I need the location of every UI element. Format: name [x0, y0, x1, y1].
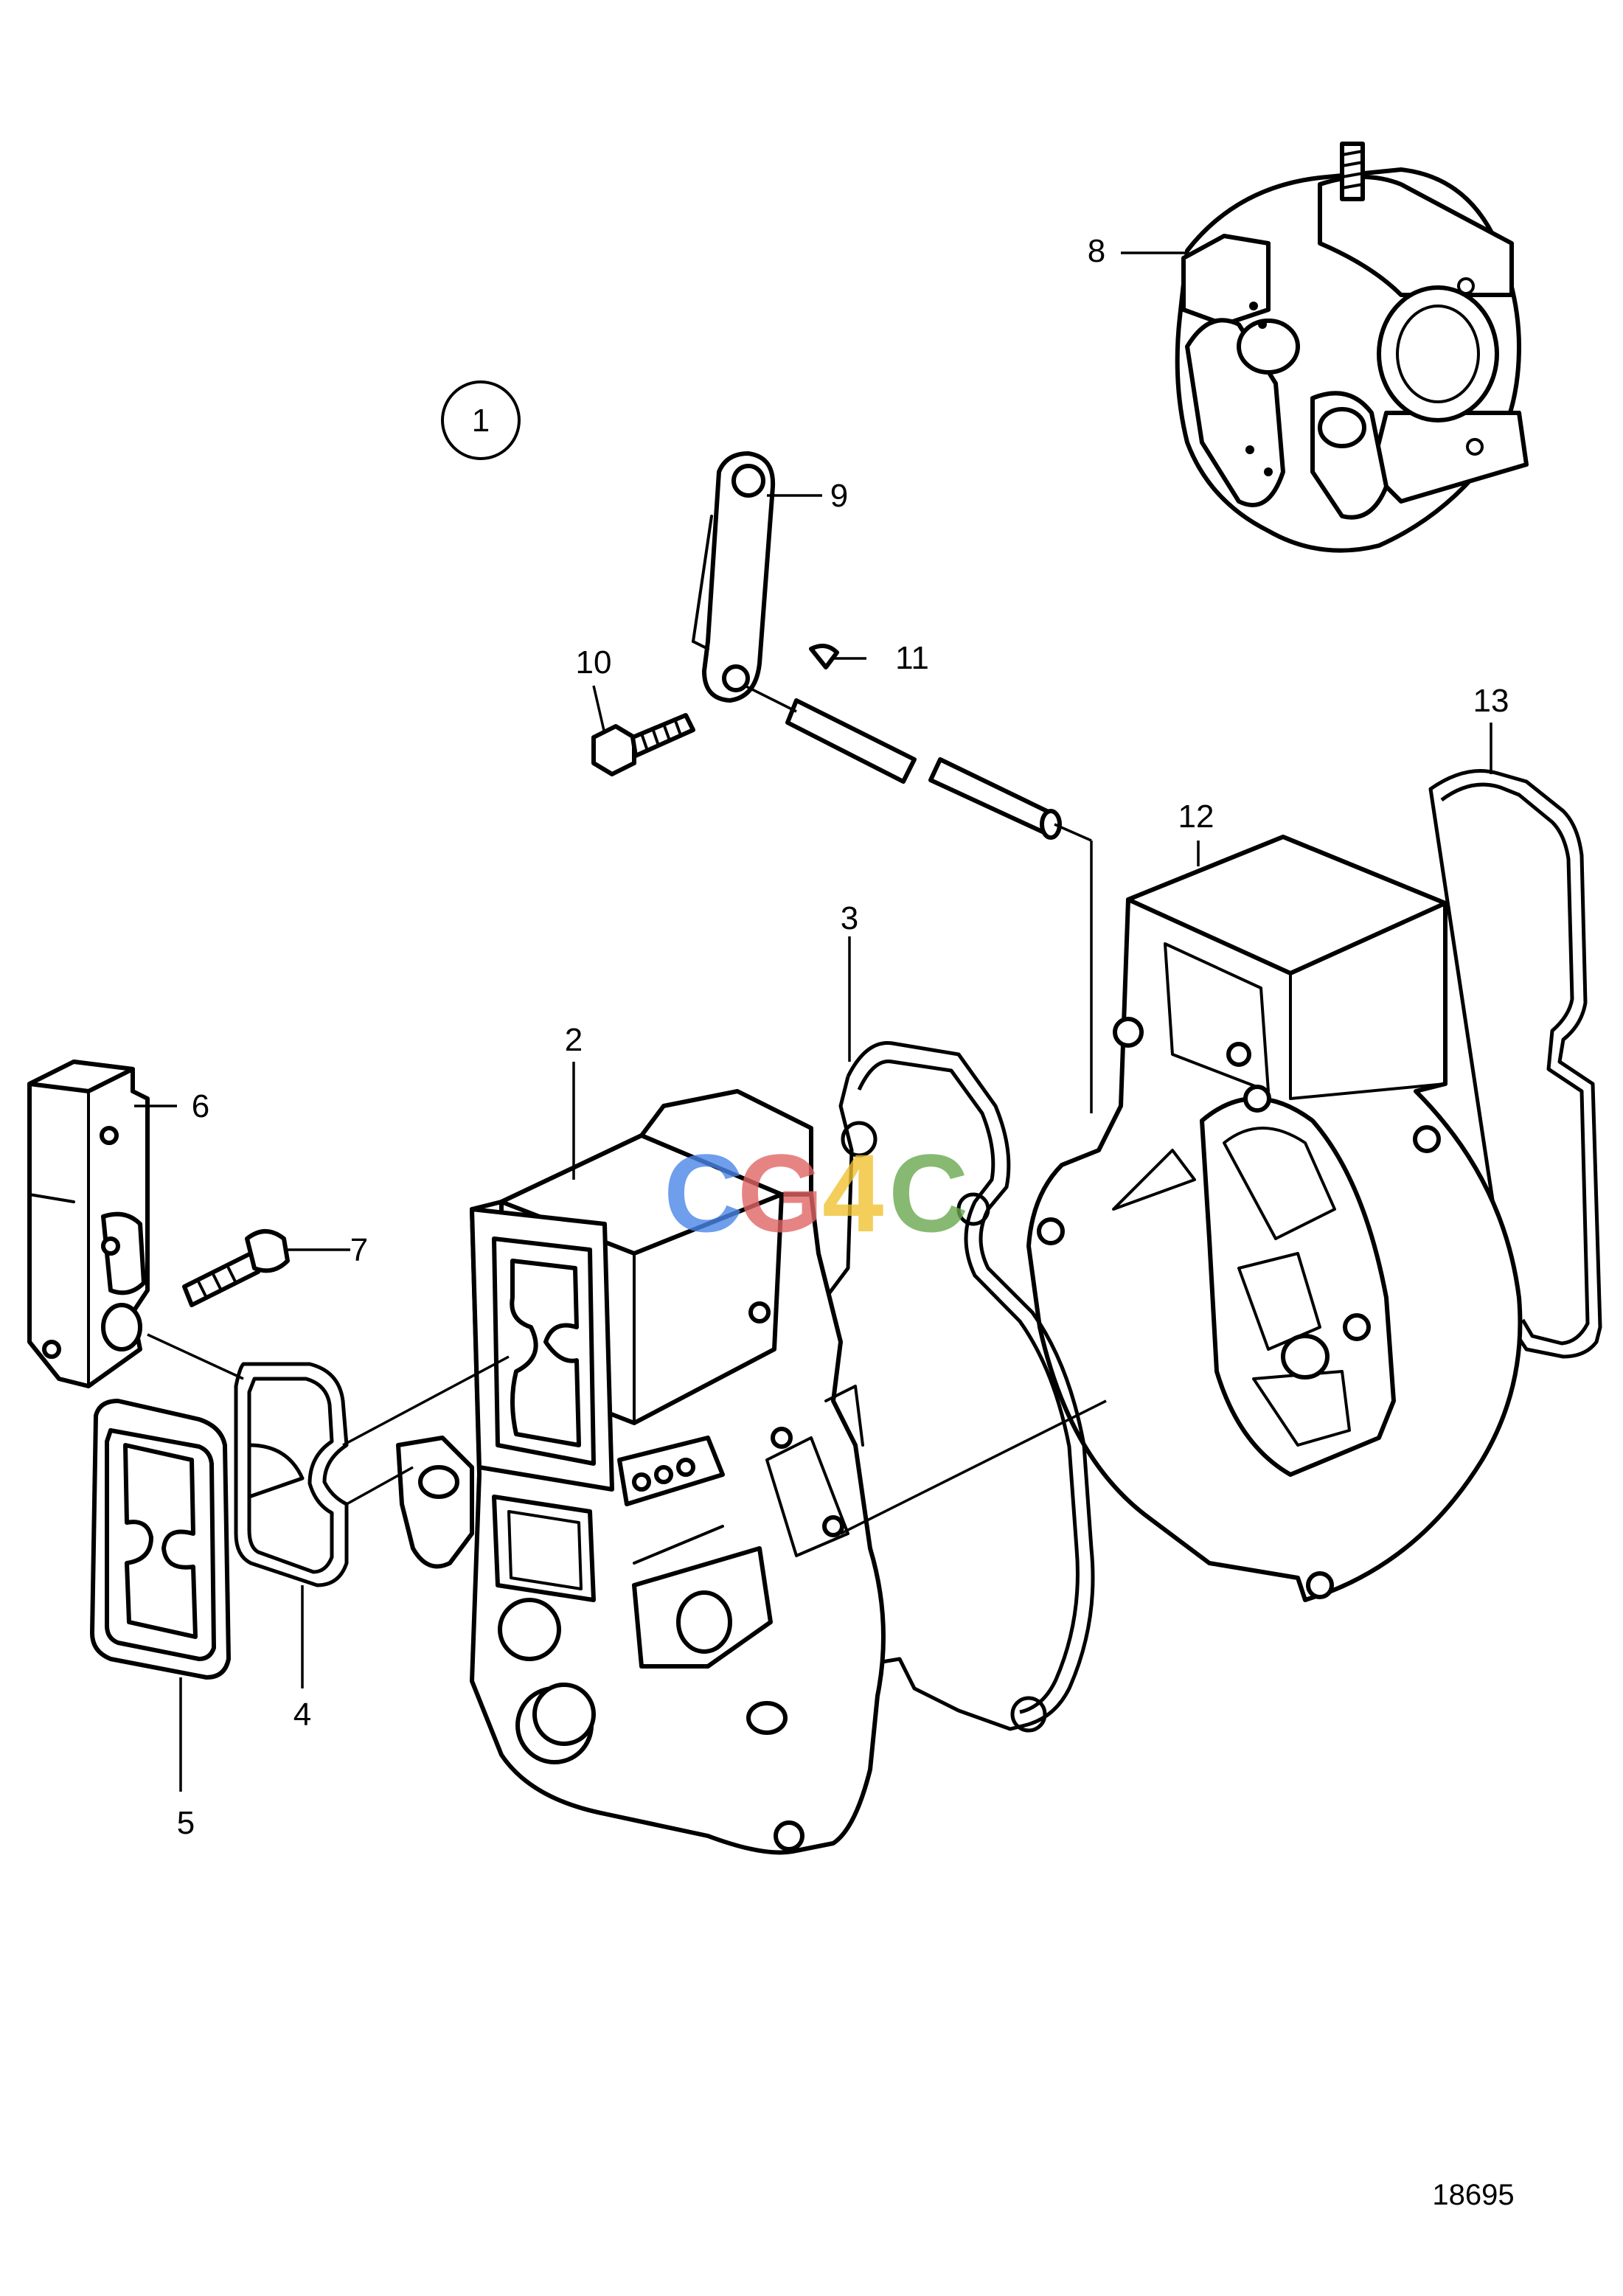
part-9-lever [692, 451, 776, 703]
callout-8: 8 [1088, 233, 1105, 269]
watermark-letter-3: 4 [822, 1131, 883, 1255]
callout-12: 12 [1178, 799, 1214, 835]
callout-9: 9 [830, 478, 848, 514]
watermark-logo: C G 4 C [664, 1131, 968, 1255]
part-5-plate [90, 1399, 231, 1680]
group-marker: 1 [472, 403, 490, 439]
callout-3: 3 [841, 900, 858, 936]
part-10-screw [591, 713, 695, 776]
callout-leaders [134, 251, 1492, 1792]
part-7-bolt [182, 1229, 290, 1307]
callouts: 1 2 3 4 5 6 7 8 9 10 11 12 13 18695 [177, 233, 1515, 2211]
watermark-letter-4: C [889, 1131, 968, 1255]
callout-6: 6 [192, 1088, 209, 1124]
part-4-gasket [234, 1362, 349, 1587]
watermark-letter-2: G [737, 1131, 824, 1255]
callout-11: 11 [895, 640, 929, 676]
callout-2: 2 [565, 1022, 583, 1058]
part-11-pin-and-shaft [744, 644, 1093, 1113]
callout-7: 7 [350, 1232, 368, 1268]
part-12-housing [1026, 835, 1523, 1602]
drawing-number: 18695 [1432, 2179, 1514, 2211]
part-13-gasket [1428, 769, 1602, 1359]
part-2-cover [396, 1089, 886, 1855]
callout-10: 10 [576, 644, 612, 681]
assembly-lines [147, 1333, 1107, 1535]
watermark-letter-1: C [664, 1131, 743, 1255]
callout-13: 13 [1473, 683, 1509, 719]
part-8-coil-assembly [1175, 142, 1529, 553]
part-6-bracket [27, 1060, 150, 1388]
callout-5: 5 [177, 1805, 195, 1841]
callout-4: 4 [293, 1697, 311, 1733]
group-marker-circle [441, 380, 521, 460]
